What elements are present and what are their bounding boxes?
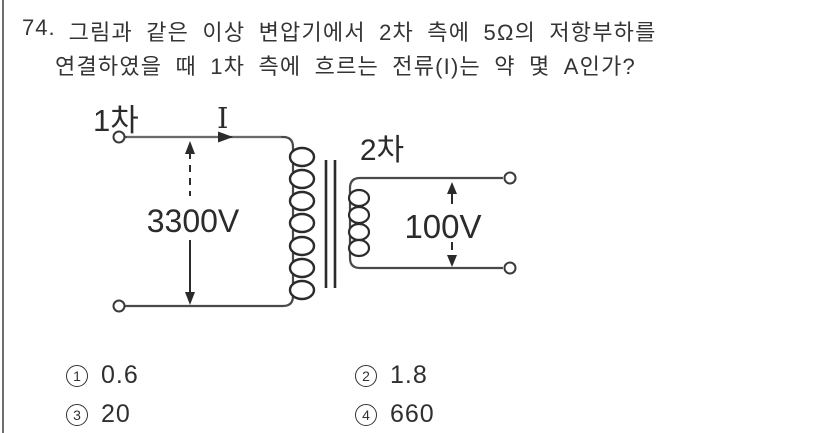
primary-terminal-top [112, 130, 126, 144]
choice-option-3[interactable]: 3 20 [66, 400, 131, 429]
question-line-1: 74. 그림과 같은 이상 변압기에서 2차 측에 5Ω의 저항부하를 [22, 15, 657, 47]
page-border-line [2, 0, 4, 433]
current-label: I [217, 101, 228, 135]
choice-option-1[interactable]: 1 0.6 [66, 361, 139, 390]
primary-terminal-bottom [112, 299, 126, 313]
primary-voltage-label: 3300V [147, 203, 240, 239]
choice-4-value: 660 [390, 400, 435, 428]
choice-4-marker: 4 [355, 403, 377, 426]
choice-1-marker: 1 [66, 364, 88, 387]
secondary-terminal-bottom [503, 261, 517, 275]
transformer-core [324, 160, 337, 288]
question-text-line2: 연결하였을 때 1차 측에 흐르는 전류(I)는 약 몇 A인가? [55, 54, 636, 79]
question-text-line1: 그림과 같은 이상 변압기에서 2차 측에 5Ω의 저항부하를 [68, 20, 657, 45]
choice-2-marker: 2 [355, 364, 377, 387]
primary-winding [288, 146, 316, 301]
question-number: 74. [22, 15, 56, 40]
choice-1-value: 0.6 [101, 361, 139, 389]
current-arrow-icon [218, 131, 233, 143]
question-line-2: 연결하였을 때 1차 측에 흐르는 전류(I)는 약 몇 A인가? [55, 49, 636, 81]
secondary-voltage-label: 100V [404, 208, 481, 245]
primary-voltage-arrow-up-icon [185, 141, 195, 154]
primary-voltage-arrow-down-icon [185, 292, 195, 305]
secondary-terminal-top [503, 171, 517, 185]
secondary-voltage-arrow-up-icon [447, 182, 457, 194]
secondary-winding [347, 188, 371, 258]
secondary-voltage-arrow-down-icon [447, 255, 457, 267]
choice-3-value: 20 [101, 400, 131, 428]
secondary-circuit-wire [348, 176, 503, 270]
transformer-circuit-diagram: 1차 I 3300V [93, 101, 517, 313]
choice-option-2[interactable]: 2 1.8 [355, 361, 428, 390]
choice-3-marker: 3 [66, 403, 88, 426]
choice-2-value: 1.8 [390, 361, 428, 389]
choice-option-4[interactable]: 4 660 [355, 400, 435, 429]
secondary-side-label: 2차 [360, 134, 404, 167]
